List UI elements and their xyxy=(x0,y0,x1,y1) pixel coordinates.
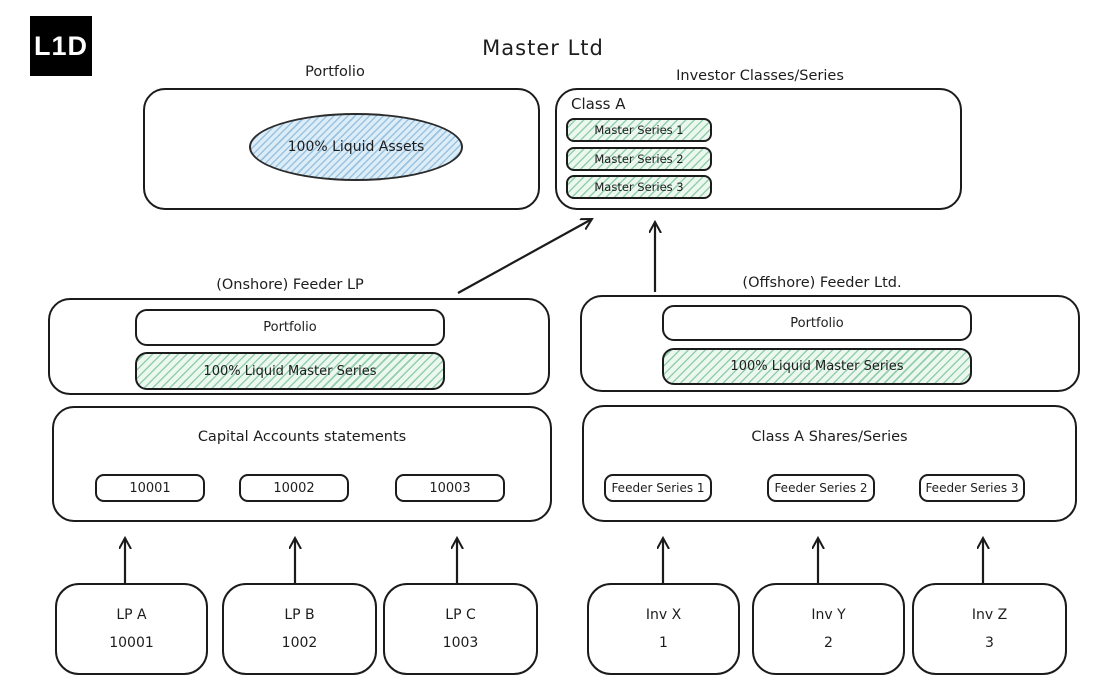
liquid-assets-ellipse: 100% Liquid Assets xyxy=(249,113,463,181)
offshore-feeder-box: Portfolio 100% Liquid Master Series xyxy=(580,295,1080,392)
lp-a-name: LP A xyxy=(116,607,147,623)
offshore-feeder-label: (Offshore) Feeder Ltd. xyxy=(742,275,902,291)
offshore-master-series-box: 100% Liquid Master Series xyxy=(662,348,972,385)
master-series-1-box: Master Series 1 xyxy=(566,118,712,142)
lp-c-account: 1003 xyxy=(442,635,479,651)
feeder-series-2-box: Feeder Series 2 xyxy=(767,474,875,502)
class-a-shares-box: Class A Shares/Series Feeder Series 1 Fe… xyxy=(582,405,1077,522)
diagram-title: Master Ltd xyxy=(482,36,604,60)
capital-accounts-label: Capital Accounts statements xyxy=(197,429,407,445)
liquid-assets-label: 100% Liquid Assets xyxy=(287,139,425,155)
arrow-onshore-to-master xyxy=(457,219,592,294)
master-portfolio-label: Portfolio xyxy=(305,64,365,80)
investor-classes-label: Investor Classes/Series xyxy=(676,68,844,84)
lp-c-box: LP C 1003 xyxy=(383,583,538,675)
brand-logo-text: L1D xyxy=(33,30,88,61)
lp-b-box: LP B 1002 xyxy=(222,583,377,675)
feeder-series-1-box: Feeder Series 1 xyxy=(604,474,712,502)
onshore-portfolio-box: Portfolio xyxy=(135,309,445,346)
investor-classes-box: Class A Master Series 1 Master Series 2 … xyxy=(555,88,962,210)
onshore-feeder-label: (Onshore) Feeder LP xyxy=(216,277,364,293)
lp-b-account: 1002 xyxy=(281,635,318,651)
inv-x-box: Inv X 1 xyxy=(587,583,740,675)
inv-z-box: Inv Z 3 xyxy=(912,583,1067,675)
account-10002-box: 10002 xyxy=(239,474,349,502)
inv-z-name: Inv Z xyxy=(971,607,1008,623)
lp-b-name: LP B xyxy=(284,607,315,623)
class-a-label: Class A xyxy=(571,95,626,113)
brand-logo: L1D xyxy=(30,16,92,76)
account-10003-box: 10003 xyxy=(395,474,505,502)
onshore-feeder-box: Portfolio 100% Liquid Master Series xyxy=(48,298,550,395)
inv-x-number: 1 xyxy=(659,635,668,651)
lp-a-box: LP A 10001 xyxy=(55,583,208,675)
lp-c-name: LP C xyxy=(445,607,476,623)
offshore-portfolio-box: Portfolio xyxy=(662,305,972,341)
class-a-shares-label: Class A Shares/Series xyxy=(751,429,908,445)
inv-y-box: Inv Y 2 xyxy=(752,583,905,675)
capital-accounts-box: Capital Accounts statements 10001 10002 … xyxy=(52,406,552,522)
master-series-2-box: Master Series 2 xyxy=(566,147,712,171)
master-series-3-box: Master Series 3 xyxy=(566,175,712,199)
inv-z-number: 3 xyxy=(985,635,994,651)
inv-y-name: Inv Y xyxy=(811,607,846,623)
onshore-master-series-box: 100% Liquid Master Series xyxy=(135,352,445,390)
account-10001-box: 10001 xyxy=(95,474,205,502)
inv-y-number: 2 xyxy=(824,635,833,651)
feeder-series-3-box: Feeder Series 3 xyxy=(919,474,1025,502)
lp-a-account: 10001 xyxy=(109,635,154,651)
master-portfolio-box: 100% Liquid Assets xyxy=(143,88,540,210)
inv-x-name: Inv X xyxy=(645,607,682,623)
